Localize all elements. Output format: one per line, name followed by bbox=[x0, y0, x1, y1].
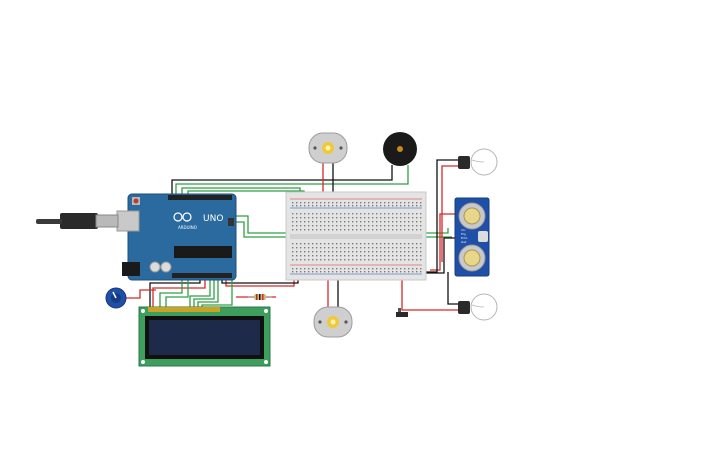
wire-vcc-lcd[interactable] bbox=[152, 278, 206, 308]
ultrasonic-sensor[interactable]: Vcc Trig Echo Gnd bbox=[454, 197, 490, 277]
arduino-brand-label: ARDUINO bbox=[178, 225, 197, 230]
piezo-buzzer[interactable] bbox=[383, 132, 417, 166]
wire-bulb-bottom-red[interactable] bbox=[401, 276, 462, 311]
wire-lcd-d1[interactable] bbox=[189, 278, 211, 308]
wire-sensor-vcc[interactable] bbox=[430, 213, 456, 271]
resistor[interactable] bbox=[248, 294, 272, 300]
pin-label-gnd: Gnd bbox=[461, 240, 467, 244]
wire-lcd-d3[interactable] bbox=[197, 278, 219, 308]
pin-label-echo: Echo bbox=[461, 236, 468, 240]
breadboard-holes bbox=[292, 202, 422, 273]
potentiometer[interactable] bbox=[105, 287, 127, 309]
wire-lcd-en[interactable] bbox=[165, 278, 189, 308]
wire-bulb-bottom-black[interactable] bbox=[447, 272, 462, 305]
wire-sensor-gnd[interactable] bbox=[425, 237, 456, 274]
slide-switch[interactable] bbox=[396, 308, 408, 317]
light-bulb-bottom[interactable] bbox=[458, 293, 498, 321]
arduino-model-label: UNO bbox=[203, 214, 223, 224]
pin-label-trig: Trig bbox=[461, 232, 466, 236]
wire-lcd-rs[interactable] bbox=[159, 278, 183, 308]
dc-motor-top[interactable] bbox=[308, 132, 348, 164]
arduino-uno[interactable]: UNO ARDUINO bbox=[116, 193, 237, 281]
wire-bulb-top-black[interactable] bbox=[425, 159, 462, 273]
wire-bulb-top-red[interactable] bbox=[441, 165, 462, 262]
dc-motor-bottom[interactable] bbox=[313, 306, 353, 338]
wire-lcd-d2[interactable] bbox=[193, 278, 215, 308]
lcd-16x2[interactable] bbox=[138, 306, 271, 367]
wire-buzzer-gnd[interactable] bbox=[171, 165, 393, 197]
wire-power-red[interactable] bbox=[225, 276, 295, 287]
pin-label-vcc: Vcc bbox=[461, 228, 466, 232]
wire-pot-wiper[interactable] bbox=[122, 289, 156, 299]
wire-buzzer-signal[interactable] bbox=[175, 165, 409, 197]
breadboard[interactable] bbox=[285, 191, 427, 281]
wire-sensor-trig[interactable] bbox=[234, 215, 449, 234]
sensor-pins: Vcc Trig Echo Gnd bbox=[461, 228, 468, 244]
light-bulb-top[interactable] bbox=[458, 148, 498, 176]
wires bbox=[122, 159, 462, 311]
usb-cable[interactable] bbox=[36, 213, 119, 229]
